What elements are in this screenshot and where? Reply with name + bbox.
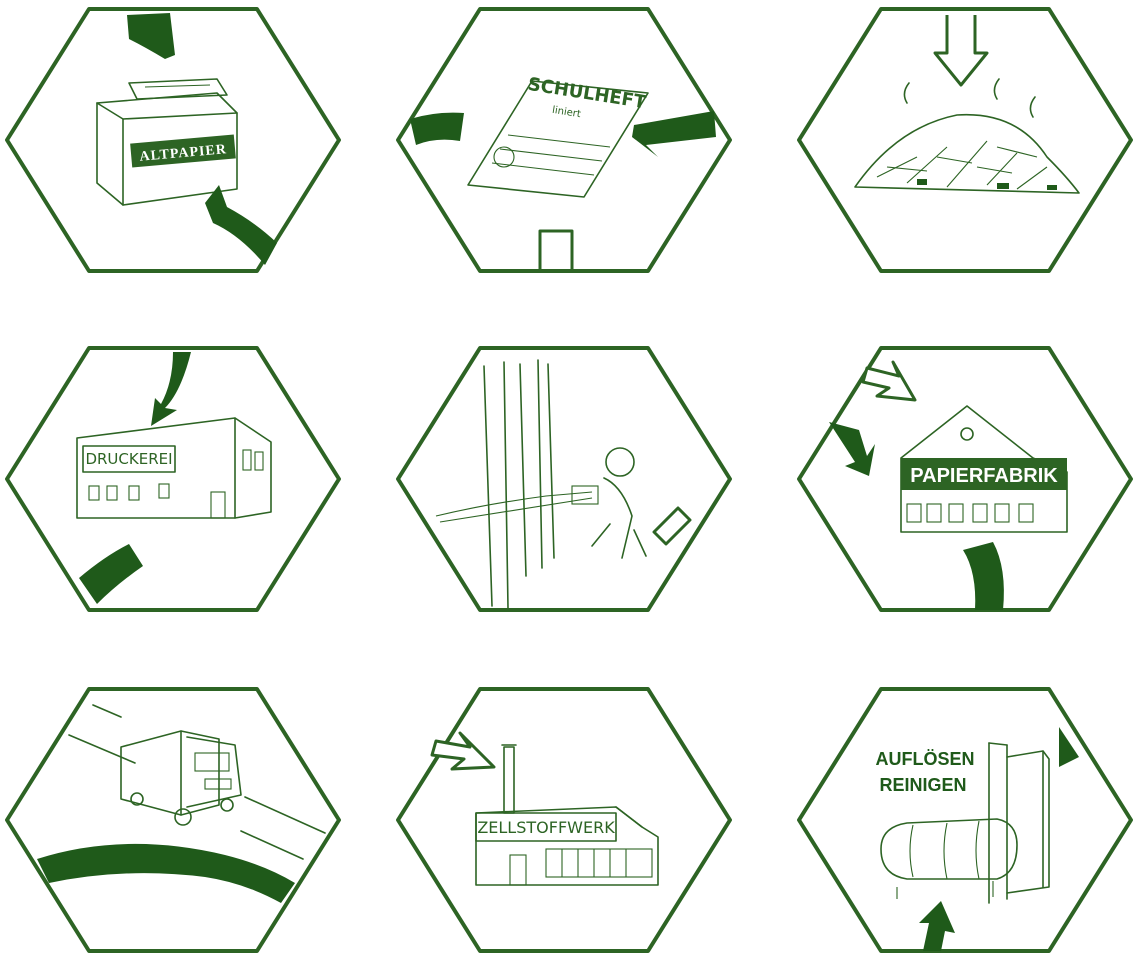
label-reinigen: REINIGEN <box>879 775 966 795</box>
tile-papierfabrik: PAPIERFABRIK <box>797 346 1133 612</box>
label-zellstoffwerk: ZELLSTOFFWERK <box>477 818 615 837</box>
tile-druckerei: DRUCKEREI <box>5 346 341 612</box>
tile-schulheft: SCHULHEFT liniert <box>396 7 732 273</box>
tile-waste-pile <box>797 7 1133 273</box>
label-aufloesen: AUFLÖSEN <box>876 749 975 769</box>
label-papierfabrik: PAPIERFABRIK <box>910 465 1058 487</box>
label-druckerei: DRUCKEREI <box>85 450 172 468</box>
tile-lumberjack <box>396 346 732 612</box>
arrow-out-bottom <box>540 231 572 269</box>
tile-truck <box>5 687 341 953</box>
tile-zellstoffwerk: ZELLSTOFFWERK <box>396 687 732 953</box>
tile-aufloesen-reinigen: AUFLÖSEN REINIGEN <box>797 687 1133 953</box>
tile-altpapier: ALTPAPIER <box>5 7 341 273</box>
